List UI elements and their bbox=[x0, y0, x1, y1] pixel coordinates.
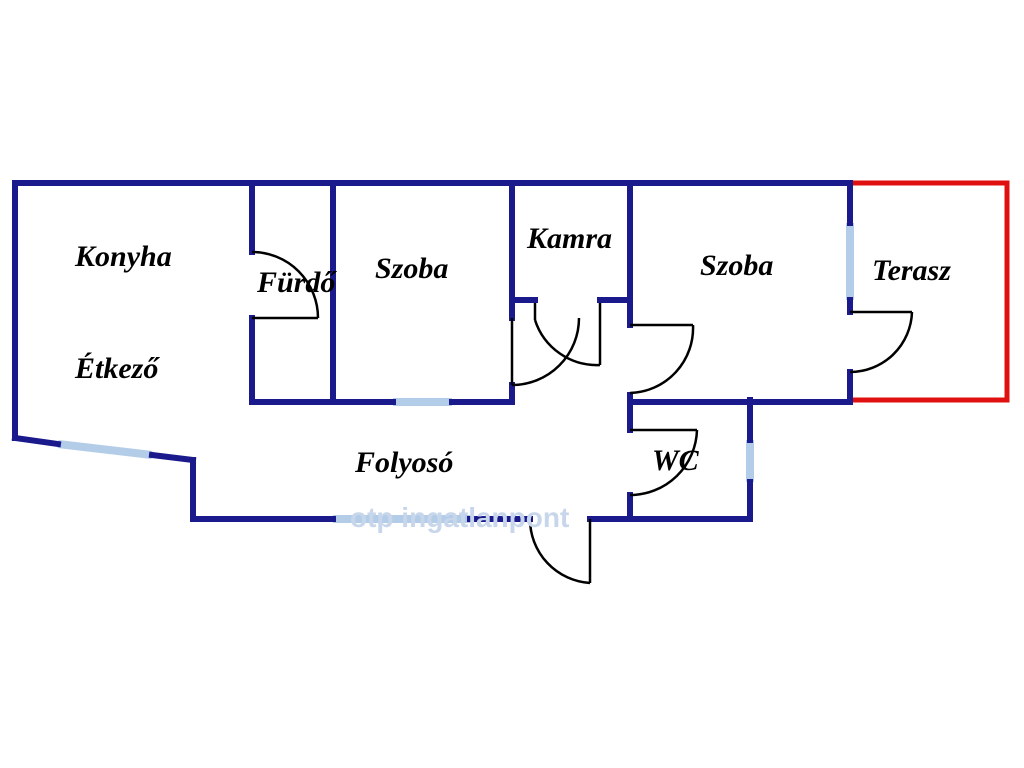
terrace-outline bbox=[850, 180, 1010, 403]
doors bbox=[251, 250, 914, 585]
label-szoba-1: Szoba bbox=[375, 252, 448, 285]
label-konyha: Konyha bbox=[74, 240, 172, 273]
label-etkezo: Étkező bbox=[74, 352, 160, 385]
windows bbox=[57, 223, 854, 523]
door-wc bbox=[629, 428, 699, 497]
room-labels: Konyha Étkező Fürdő Szoba Kamra Szoba Te… bbox=[74, 222, 951, 479]
door-terrace bbox=[849, 310, 914, 374]
walls bbox=[11, 180, 853, 522]
label-terasz: Terasz bbox=[872, 254, 951, 287]
label-furdo: Fürdő bbox=[256, 266, 337, 299]
label-folyoso: Folyosó bbox=[354, 446, 453, 479]
label-szoba-2: Szoba bbox=[700, 249, 773, 282]
door-szoba1 bbox=[510, 317, 581, 387]
watermark-text: otp ingatlanpont bbox=[350, 502, 569, 533]
door-furdo bbox=[251, 250, 320, 320]
label-wc: WC bbox=[652, 444, 700, 477]
window-etkezo bbox=[57, 440, 153, 459]
label-kamra: Kamra bbox=[526, 222, 612, 255]
door-szoba2 bbox=[629, 323, 695, 395]
door-kamra bbox=[533, 303, 602, 367]
door-entrance bbox=[528, 518, 592, 585]
